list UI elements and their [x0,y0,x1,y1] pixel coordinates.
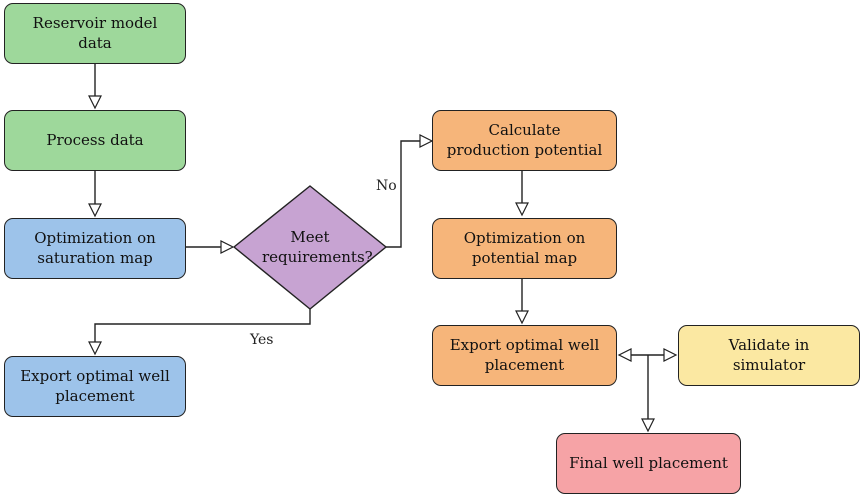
arrowhead-optimization-potential [515,202,529,217]
node-label: Optimization on potential map [463,229,586,267]
arrowhead-optimization-saturation [88,203,102,218]
node-reservoir-model-data: Reservoir model data [4,3,186,64]
node-label: Process data [46,130,144,149]
arrowhead-final [641,418,655,433]
arrowhead-validate [663,348,678,362]
node-process-data: Process data [4,110,186,171]
edge-decision-yes [94,309,311,342]
node-optimization-saturation: Optimization on saturation map [4,218,186,279]
arrowhead-decision [220,240,235,254]
node-label: Export optimal well placement [449,336,600,374]
node-calculate-production: Calculate production potential [432,110,617,171]
node-label: Export optimal well placement [20,367,170,405]
arrowhead-export-right [515,310,529,325]
node-optimization-potential: Optimization on potential map [432,218,617,279]
node-label: Validate in simulator [728,336,810,374]
node-export-optimal-right: Export optimal well placement [432,325,617,386]
edge-label-no: No [376,178,397,194]
node-label: Optimization on saturation map [34,229,156,267]
arrowhead-export-left [88,341,102,356]
node-label: Reservoir model data [32,14,158,52]
node-label: Final well placement [569,453,728,472]
decision-label: Meet requirements? [262,228,373,266]
edge-decision-no [386,140,420,248]
edge-label-yes: Yes [250,332,274,348]
node-final-well-placement: Final well placement [556,433,741,494]
node-validate-simulator: Validate in simulator [678,325,860,386]
arrowhead-calculate-production [419,134,434,148]
node-label: Calculate production potential [446,121,603,159]
node-export-optimal-left: Export optimal well placement [4,356,186,417]
arrowhead-export-back [617,348,632,362]
arrowhead-process [88,95,102,110]
